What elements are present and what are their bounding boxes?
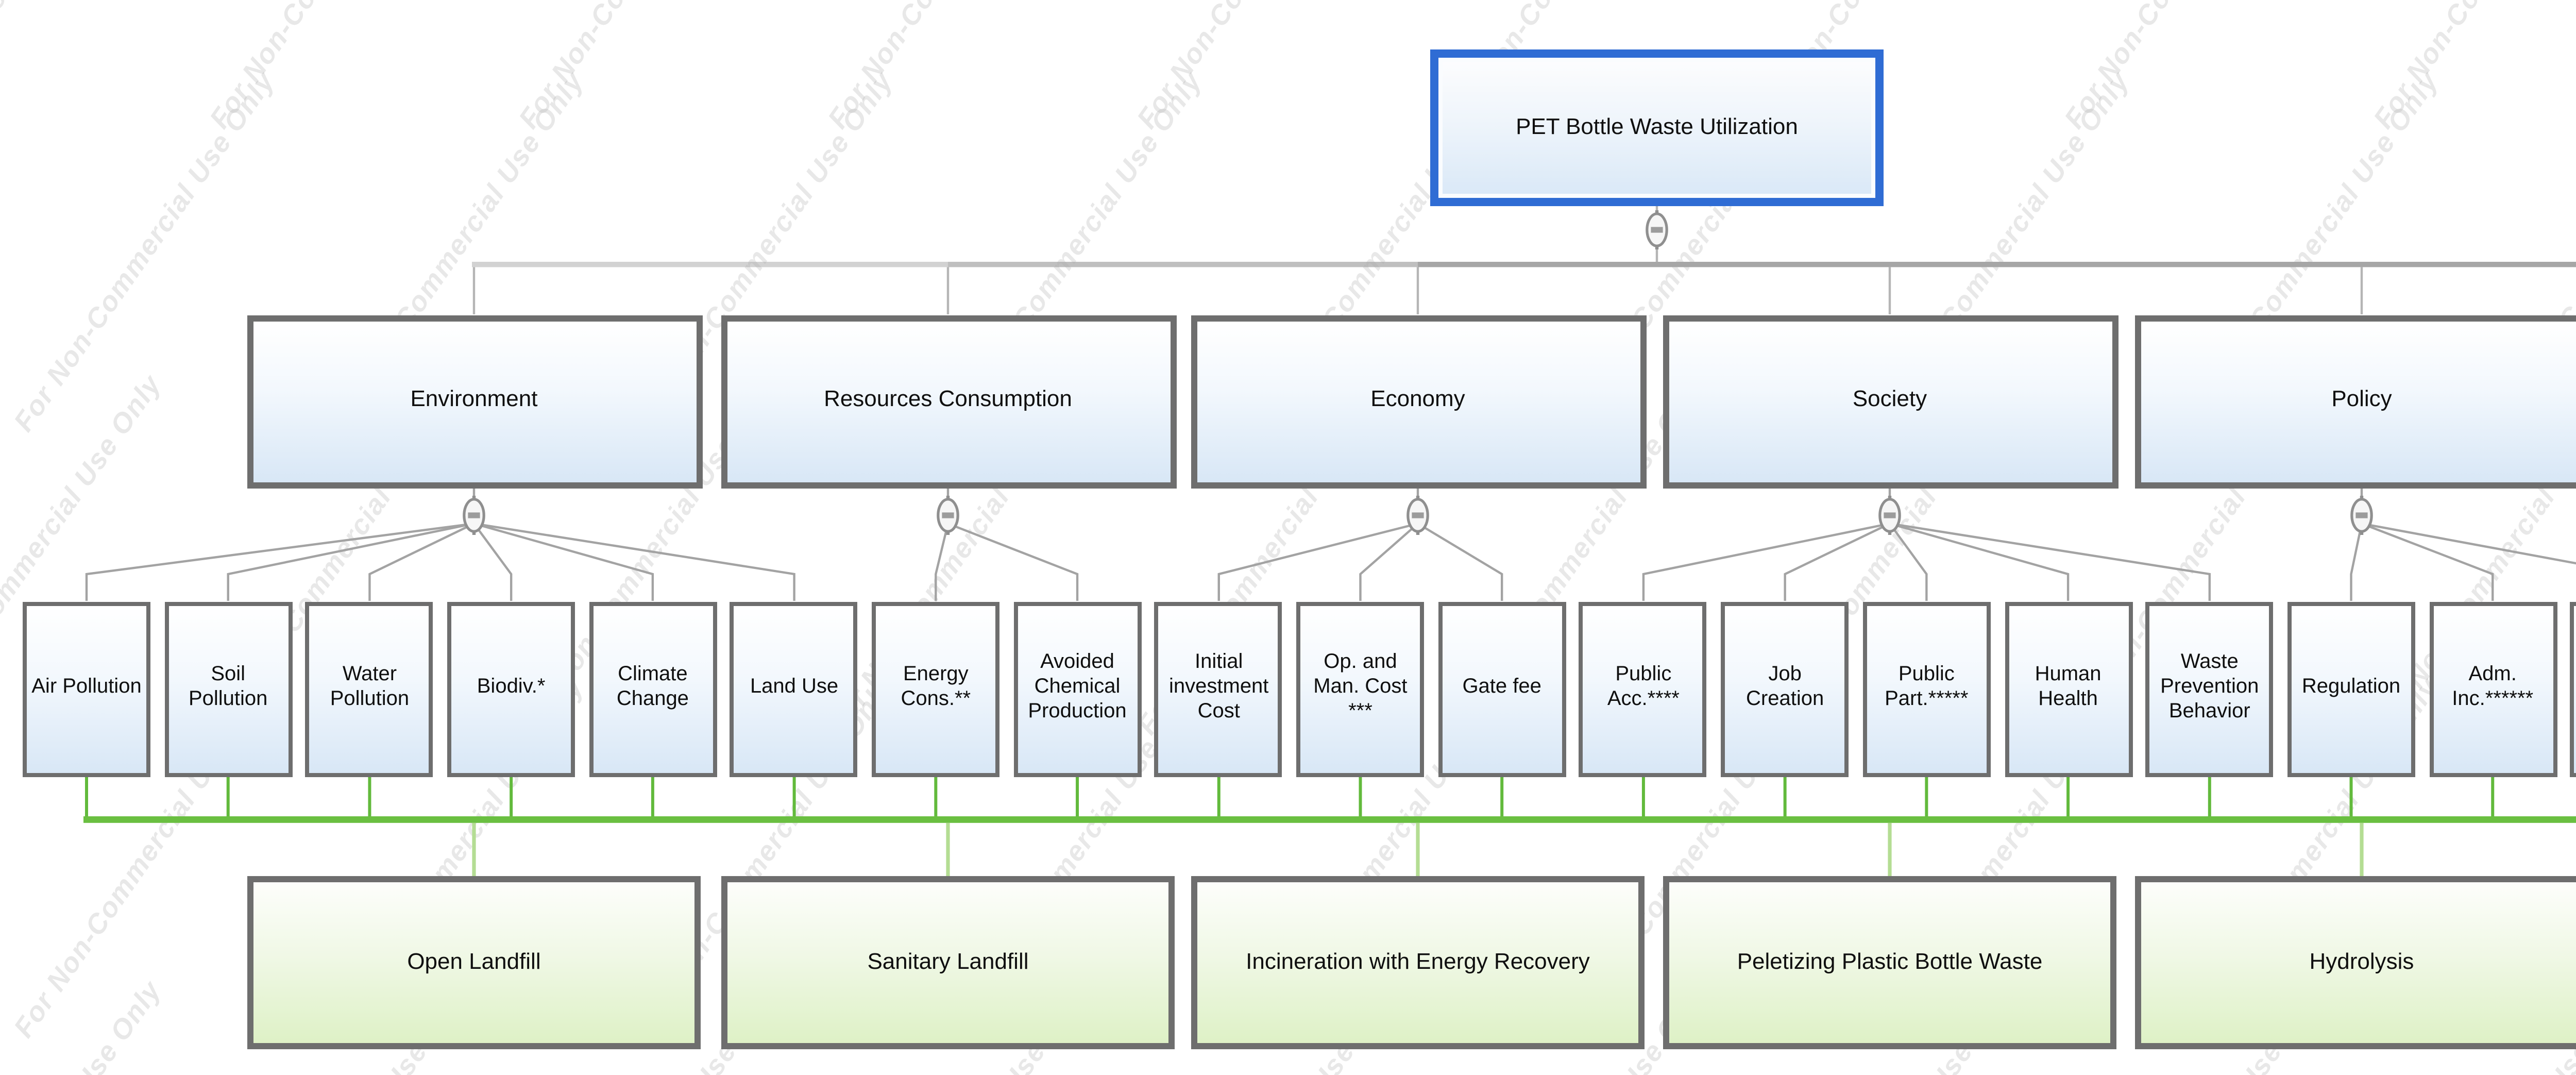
edge-line <box>227 522 474 601</box>
edge-line <box>1889 522 2070 601</box>
minus-icon <box>1884 512 1896 518</box>
node-alternative-2[interactable]: Incineration with Energy Recovery <box>1191 876 1645 1049</box>
edge-line <box>1642 522 1890 601</box>
node-label: Incineration with Energy Recovery <box>1246 949 1590 975</box>
node-label: Op. and Man. Cost *** <box>1313 652 1408 724</box>
node-criterion-4[interactable]: Policy <box>2134 314 2576 488</box>
node-criterion-1[interactable]: Resources Consumption <box>720 314 1176 488</box>
node-subcriterion-9[interactable]: Op. and Man. Cost *** <box>1296 601 1425 776</box>
node-label: Regulation <box>2301 676 2401 699</box>
node-label: Water Pollution <box>330 664 410 711</box>
node-label: Open Landfill <box>407 949 541 975</box>
node-subcriterion-0[interactable]: Air Pollution <box>23 601 150 776</box>
node-label: Waste Prevention Behavior <box>2160 652 2259 724</box>
node-label: Public Part.***** <box>1885 664 1969 711</box>
node-subcriterion-6[interactable]: Energy Cons.** <box>872 601 1000 776</box>
node-label: Adm. Inc.****** <box>2452 664 2534 711</box>
edge-line <box>1889 523 1928 601</box>
node-subcriterion-11[interactable]: Public Acc.**** <box>1579 601 1707 776</box>
edge-line <box>1784 523 1890 601</box>
node-label: Job Creation <box>1746 664 1824 711</box>
node-subcriterion-17[interactable]: Adm. Inc.****** <box>2429 601 2557 776</box>
node-label: Peletizing Plastic Bottle Waste <box>1737 949 2043 975</box>
node-subcriterion-16[interactable]: Regulation <box>2287 601 2415 776</box>
node-label: Climate Change <box>616 664 689 711</box>
node-subcriterion-7[interactable]: Avoided Chemical Production <box>1013 601 1141 776</box>
node-subcriterion-10[interactable]: Gate fee <box>1438 601 1566 776</box>
edge-bus <box>948 262 1418 267</box>
node-criterion-2[interactable]: Economy <box>1190 314 1646 488</box>
node-alternative-3[interactable]: Peletizing Plastic Bottle Waste <box>1663 876 2116 1049</box>
edge-line <box>935 523 950 601</box>
edge-line <box>1417 523 1503 601</box>
node-alternative-0[interactable]: Open Landfill <box>247 876 701 1049</box>
minus-icon <box>1412 512 1424 518</box>
minus-icon <box>468 512 480 518</box>
node-criterion-3[interactable]: Society <box>1662 314 2117 488</box>
edge-bus <box>472 262 948 267</box>
node-alternative-1[interactable]: Sanitary Landfill <box>721 876 1175 1049</box>
minus-icon <box>1651 227 1663 233</box>
node-label: Biodiv.* <box>477 676 546 699</box>
edge-line <box>1889 522 2211 601</box>
node-subcriterion-1[interactable]: Soil Pollution <box>164 601 292 776</box>
node-label: Energy Cons.** <box>901 664 971 711</box>
edge-line <box>473 523 513 601</box>
edge-line <box>368 523 474 601</box>
minus-icon <box>2355 512 2368 518</box>
edge-line <box>473 522 654 601</box>
node-subcriterion-13[interactable]: Public Part.***** <box>1862 601 1991 776</box>
node-label: Air Pollution <box>31 676 142 699</box>
edge-line <box>2350 523 2363 601</box>
node-label: Resources Consumption <box>824 388 1072 413</box>
edge-bus <box>1418 262 2576 267</box>
edge-line <box>2361 522 2576 565</box>
node-subcriterion-5[interactable]: Land Use <box>730 601 858 776</box>
node-subcriterion-12[interactable]: Job Creation <box>1721 601 1849 776</box>
node-subcriterion-8[interactable]: Initial investment Cost <box>1155 601 1283 776</box>
node-subcriterion-4[interactable]: Climate Change <box>588 601 717 776</box>
node-label: Society <box>1852 388 1927 413</box>
node-label: Gate fee <box>1462 676 1541 699</box>
edge-bus-green <box>83 816 2576 823</box>
node-label: Human Health <box>2035 664 2102 711</box>
edge-line <box>473 522 795 601</box>
node-label: Avoided Chemical Production <box>1028 652 1127 724</box>
node-goal[interactable]: PET Bottle Waste Utilization <box>1430 49 1884 206</box>
node-criterion-0[interactable]: Environment <box>246 314 702 488</box>
edge-line <box>2361 522 2494 601</box>
node-label: Public Acc.**** <box>1607 664 1680 711</box>
node-label: Policy <box>2331 388 2392 413</box>
node-label: Land Use <box>750 676 839 699</box>
minus-icon <box>942 512 954 518</box>
node-label: PET Bottle Waste Utilization <box>1516 114 1798 140</box>
edge-line <box>947 522 1079 601</box>
node-subcriterion-2[interactable]: Water Pollution <box>306 601 434 776</box>
node-label: Soil Pollution <box>188 664 268 711</box>
edge-line <box>85 522 474 601</box>
node-label: Initial investment Cost <box>1169 652 1269 724</box>
node-subcriterion-18[interactable]: Pub. Org.******* <box>2570 601 2576 776</box>
node-label: Hydrolysis <box>2309 949 2414 975</box>
edge-line <box>1359 523 1419 601</box>
node-label: Sanitary Landfill <box>867 949 1029 975</box>
node-subcriterion-15[interactable]: Waste Prevention Behavior <box>2145 601 2274 776</box>
node-alternative-4[interactable]: Hydrolysis <box>2135 876 2576 1049</box>
edge-line <box>1217 522 1418 601</box>
node-subcriterion-3[interactable]: Biodiv.* <box>447 601 575 776</box>
node-subcriterion-14[interactable]: Human Health <box>2004 601 2132 776</box>
node-label: Environment <box>410 388 538 413</box>
node-label: Economy <box>1370 388 1465 413</box>
